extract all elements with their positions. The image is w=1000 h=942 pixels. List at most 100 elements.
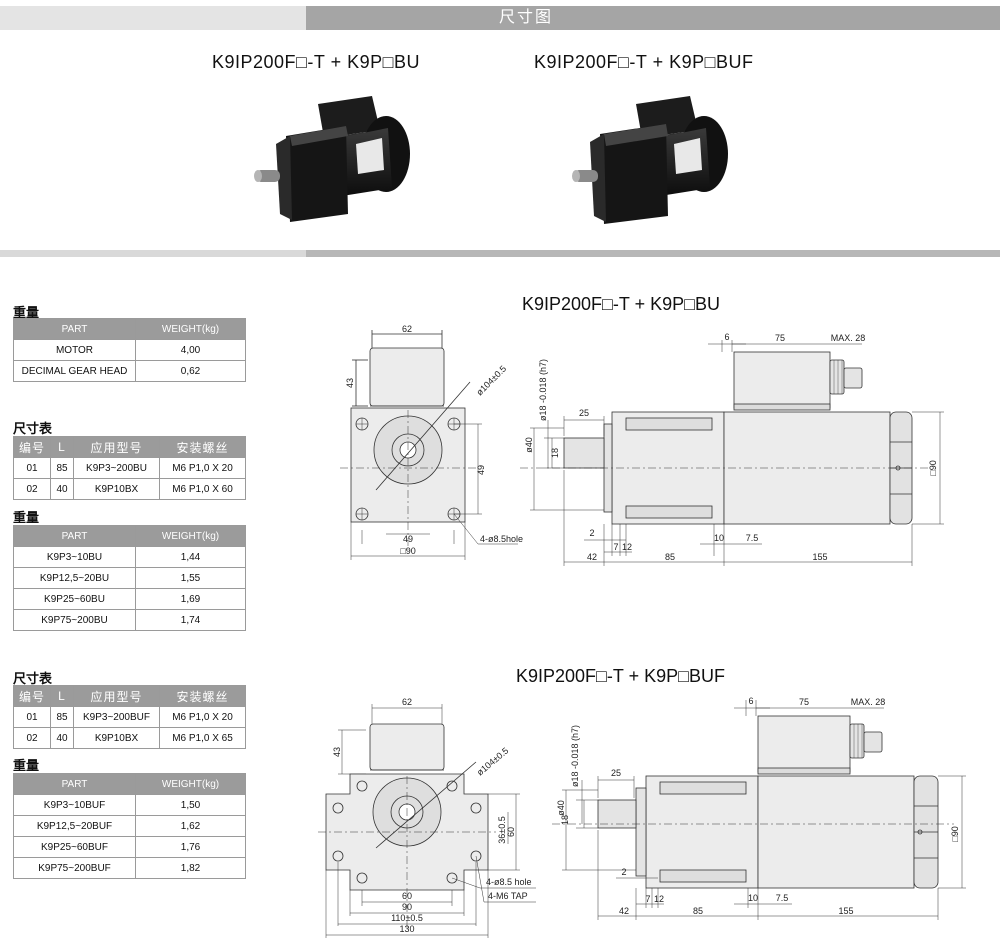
dim-d40: ø40 xyxy=(556,800,566,816)
dim-7-5: 7.5 xyxy=(746,533,759,543)
cell-weight: 4,00 xyxy=(135,339,246,361)
cell-screw: M6 P1,0 X 65 xyxy=(159,727,246,749)
table-header-row: 编号 L 应用型号 安装螺丝 xyxy=(13,685,246,707)
cell-weight: 1,50 xyxy=(135,794,246,816)
cell-screw: M6 P1,0 X 20 xyxy=(159,706,246,728)
cell-part: K9P25~60BUF xyxy=(13,836,136,858)
dim-155: 155 xyxy=(838,906,853,916)
dim-25: 25 xyxy=(579,408,589,418)
cell-weight: 1,76 xyxy=(135,836,246,858)
dim-10: 10 xyxy=(748,893,758,903)
dim-10: 10 xyxy=(714,533,724,543)
col-model: 应用型号 xyxy=(73,436,160,458)
dim-130: 130 xyxy=(399,924,414,934)
dim-12: 12 xyxy=(654,894,664,904)
cell-part: K9P12,5~20BU xyxy=(13,567,136,589)
cell-part: K9P75~200BU xyxy=(13,609,136,631)
dim-shaft-tolerance: ø18 -0.018 (h7) xyxy=(538,359,548,421)
col-weight: WEIGHT(kg) xyxy=(135,525,246,547)
cell-part: K9P3~10BUF xyxy=(13,794,136,816)
cell-part: K9P12,5~20BUF xyxy=(13,815,136,837)
col-model: 应用型号 xyxy=(73,685,160,707)
dim-75: 75 xyxy=(775,333,785,343)
cell-model: K9P3~200BU xyxy=(73,457,160,479)
cell-model: K9P10BX xyxy=(73,727,160,749)
cell-model: K9P3~200BUF xyxy=(73,706,160,728)
dim-155: 155 xyxy=(812,552,827,562)
dim-7-5: 7.5 xyxy=(776,893,789,903)
dim-60-horizontal: 60 xyxy=(402,891,412,901)
size-label-bu: 尺寸表 xyxy=(13,421,53,436)
product-title-buf: K9IP200F□-T + K9P□BUF xyxy=(534,52,754,72)
cell-no: 02 xyxy=(13,727,51,749)
dim-square-90-side: □90 xyxy=(950,826,960,841)
size-table-bu: 编号 L 应用型号 安装螺丝 01 85 K9P3~200BU M6 P1,0 … xyxy=(13,436,246,500)
cell-weight: 1,55 xyxy=(135,567,246,589)
dim-49-horizontal: 49 xyxy=(403,534,413,544)
cell-screw: M6 P1,0 X 20 xyxy=(159,457,246,479)
col-part: PART xyxy=(13,318,136,340)
cell-weight: 0,62 xyxy=(135,360,246,382)
col-l: L xyxy=(50,436,74,458)
col-weight: WEIGHT(kg) xyxy=(135,773,246,795)
dim-62: 62 xyxy=(402,324,412,334)
page-title: 尺寸图 xyxy=(498,9,553,26)
dim-85: 85 xyxy=(693,906,703,916)
dim-max-28: MAX. 28 xyxy=(831,333,866,343)
cell-no: 01 xyxy=(13,706,51,728)
dim-max-28: MAX. 28 xyxy=(851,697,886,707)
product-photo-bu xyxy=(254,96,410,222)
dim-90: 90 xyxy=(402,902,412,912)
dim-85: 85 xyxy=(665,552,675,562)
dim-12: 12 xyxy=(622,542,632,552)
table-row: 01 85 K9P3~200BU M6 P1,0 X 20 xyxy=(13,457,246,479)
cell-part: K9P25~60BU xyxy=(13,588,136,610)
dim-49-vertical: 49 xyxy=(476,465,486,475)
dim-18: 18 xyxy=(560,815,570,825)
front-view-bu: 62 43 ø104±0.5 49 49 □90 4-ø8.5hole xyxy=(340,324,523,560)
dim-2: 2 xyxy=(621,867,626,877)
header-band-right xyxy=(306,6,1000,30)
dim-7: 7 xyxy=(613,542,618,552)
dim-d40: ø40 xyxy=(524,437,534,453)
weight-table-bu: PART WEIGHT(kg) MOTOR 4,00 DECIMAL GEAR … xyxy=(13,318,246,382)
dim-square-90: □90 xyxy=(400,546,415,556)
table-row: 02 40 K9P10BX M6 P1,0 X 60 xyxy=(13,478,246,500)
gear-weight-label-buf: 重量 xyxy=(13,758,40,773)
dim-43: 43 xyxy=(332,747,342,757)
table-header-row: PART WEIGHT(kg) xyxy=(13,525,246,547)
cell-part: DECIMAL GEAR HEAD xyxy=(13,360,136,382)
dim-60-vertical: 60 xyxy=(506,827,516,837)
hole-note: 4-ø8.5hole xyxy=(480,534,523,544)
cell-l: 40 xyxy=(50,727,74,749)
gear-weight-label-bu: 重量 xyxy=(13,510,40,525)
cell-no: 02 xyxy=(13,478,51,500)
table-header-row: PART WEIGHT(kg) xyxy=(13,318,246,340)
cell-weight: 1,82 xyxy=(135,857,246,879)
col-no: 编号 xyxy=(13,436,51,458)
dim-7: 7 xyxy=(645,894,650,904)
cell-weight: 1,74 xyxy=(135,609,246,631)
product-title-bu: K9IP200F□-T + K9P□BU xyxy=(212,52,420,72)
dim-25: 25 xyxy=(611,768,621,778)
cell-weight: 1,62 xyxy=(135,815,246,837)
side-view-bu: 6 75 MAX. 28 ø18 -0.018 (h7) 25 ø40 18 □… xyxy=(520,332,944,566)
cell-l: 85 xyxy=(50,457,74,479)
table-row: MOTOR 4,00 xyxy=(13,339,246,361)
dim-110: 110±0.5 xyxy=(391,913,423,923)
dim-shaft-tolerance: ø18 -0.018 (h7) xyxy=(570,725,580,787)
table-header-row: 编号 L 应用型号 安装螺丝 xyxy=(13,436,246,458)
dim-62: 62 xyxy=(402,697,412,707)
cell-weight: 1,69 xyxy=(135,588,246,610)
col-part: PART xyxy=(13,525,136,547)
dim-42: 42 xyxy=(587,552,597,562)
